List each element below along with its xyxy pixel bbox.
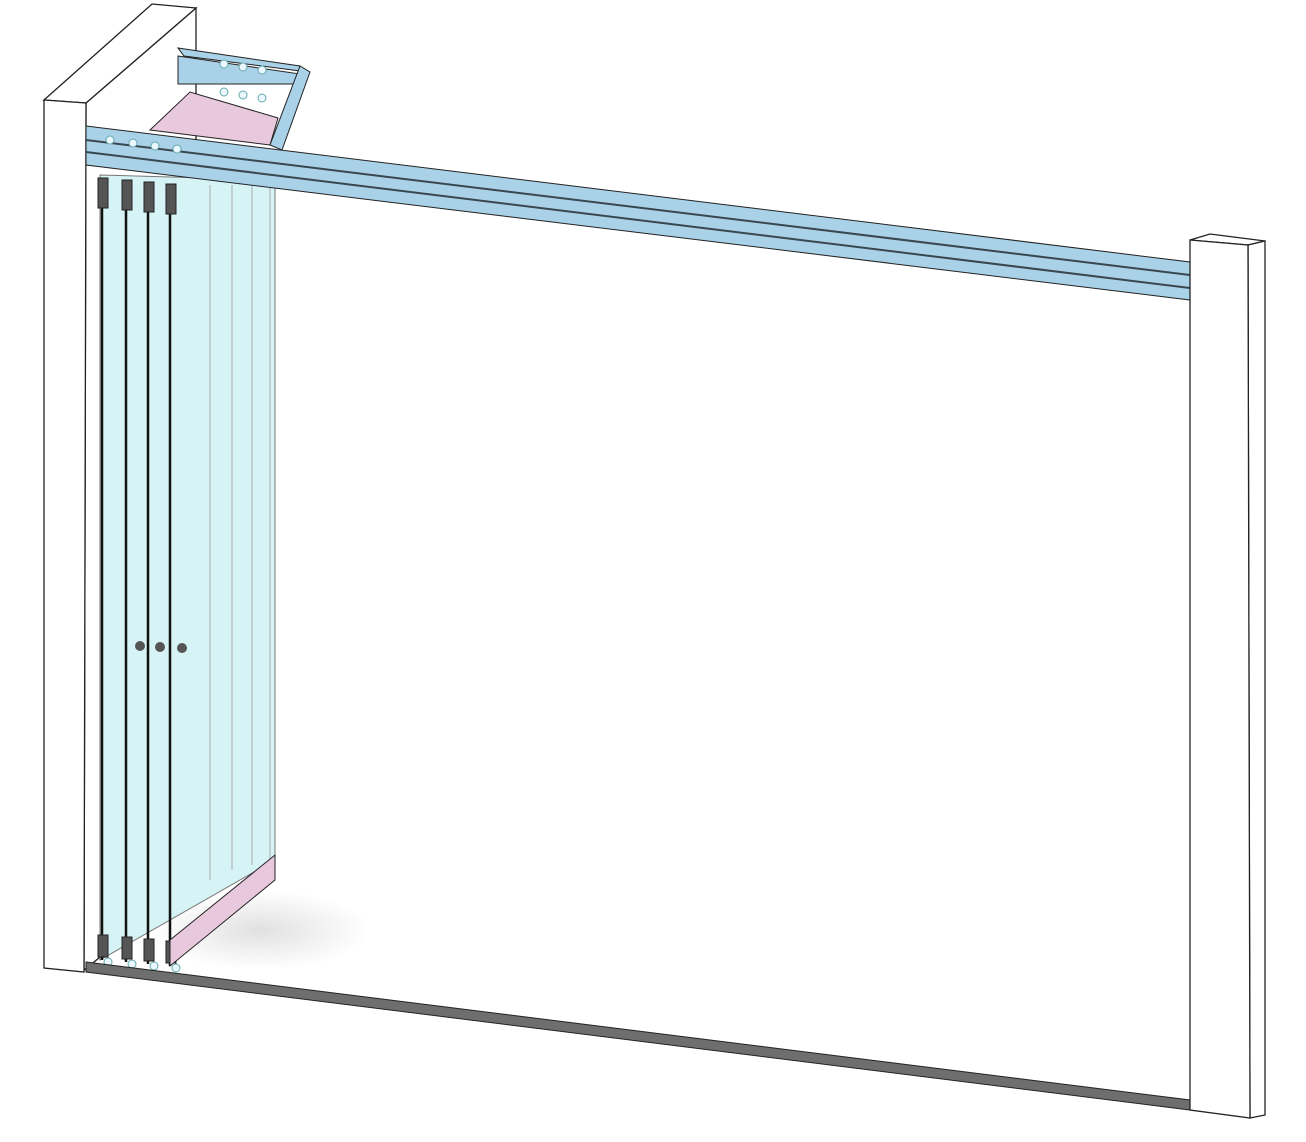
top-rail — [85, 125, 1191, 301]
right-pillar — [1189, 233, 1266, 1119]
handle-icons — [135, 641, 187, 653]
bottom-track — [85, 961, 1191, 1111]
floor-shadow — [150, 890, 370, 970]
roller-icons — [103, 59, 267, 973]
glass-panels — [97, 174, 276, 966]
bottom-folded-track — [169, 853, 276, 968]
